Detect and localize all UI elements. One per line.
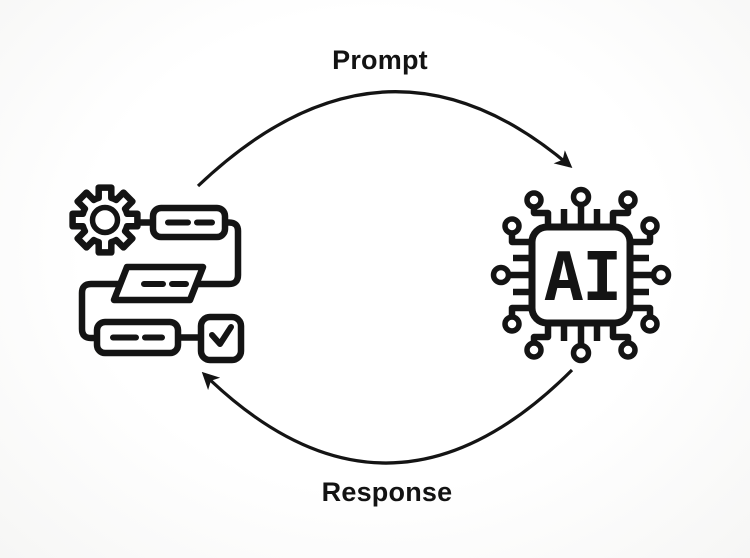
gear-icon — [69, 184, 141, 256]
chip-body — [528, 223, 634, 327]
response-label: Response — [321, 477, 453, 507]
checkmark-icon — [209, 324, 234, 347]
prompt-arrow — [196, 90, 573, 188]
response-arrow — [201, 368, 574, 465]
prompt-label: Prompt — [332, 45, 428, 75]
ai-chip-icon: AI — [490, 186, 672, 364]
automated-workflow-icon — [69, 184, 245, 364]
ai-chip-label: AI — [544, 238, 621, 316]
